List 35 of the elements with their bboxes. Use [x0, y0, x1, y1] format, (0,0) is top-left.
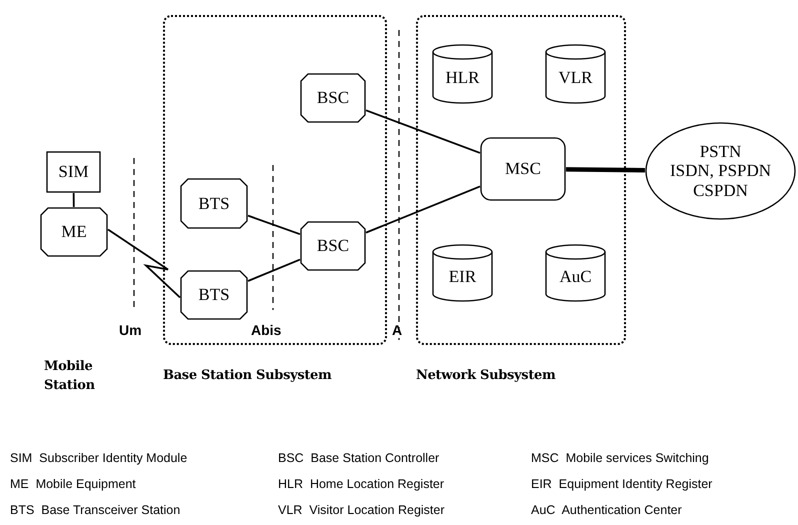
- node-label: HLR: [446, 68, 480, 88]
- subsystem-heading: Base Station Subsystem: [163, 368, 332, 383]
- connection-line: [566, 167, 646, 172]
- interface-label: Um: [119, 322, 142, 338]
- node-label: BTS: [198, 194, 230, 214]
- node-label: MSC: [505, 159, 541, 179]
- abbreviation-definition: AuC Authentication Center: [531, 503, 682, 517]
- node-label: CSPDN: [693, 180, 748, 200]
- node-label: VLR: [558, 68, 592, 88]
- node-label: BSC: [316, 88, 350, 108]
- node-label: ME: [61, 222, 87, 242]
- station-heading: Mobile Station: [44, 358, 96, 395]
- connection-line: [72, 193, 75, 207]
- connection-line: [248, 258, 300, 282]
- node-label: AuC: [559, 267, 592, 287]
- node-label: PSTN: [700, 142, 742, 162]
- abbreviation-definition: BTS Base Transceiver Station: [10, 503, 180, 517]
- abbreviation-definition: MSC Mobile services Switching: [531, 451, 709, 465]
- connection-line: [366, 109, 480, 154]
- node-label: SIM: [58, 162, 89, 182]
- abbreviation-definition: ME Mobile Equipment: [10, 477, 136, 491]
- connection-line: [366, 186, 480, 234]
- node-label: BSC: [316, 236, 350, 256]
- abbreviation-definition: HLR Home Location Register: [278, 477, 444, 491]
- subsystem-heading: Network Subsystem: [416, 368, 556, 383]
- connection-line: [108, 228, 181, 298]
- abbreviation-definition: BSC Base Station Controller: [278, 451, 440, 465]
- abbreviation-definition: EIR Equipment Identity Register: [531, 477, 712, 491]
- node-label: BTS: [198, 285, 230, 305]
- abbreviation-definition: SIM Subscriber Identity Module: [10, 451, 188, 465]
- node-label: ISDN, PSPDN: [670, 161, 772, 181]
- node-label: EIR: [448, 267, 476, 287]
- abbreviation-definition: VLR Visitor Location Register: [278, 503, 445, 517]
- interface-label: Abis: [251, 322, 282, 338]
- connection-line: [248, 214, 300, 236]
